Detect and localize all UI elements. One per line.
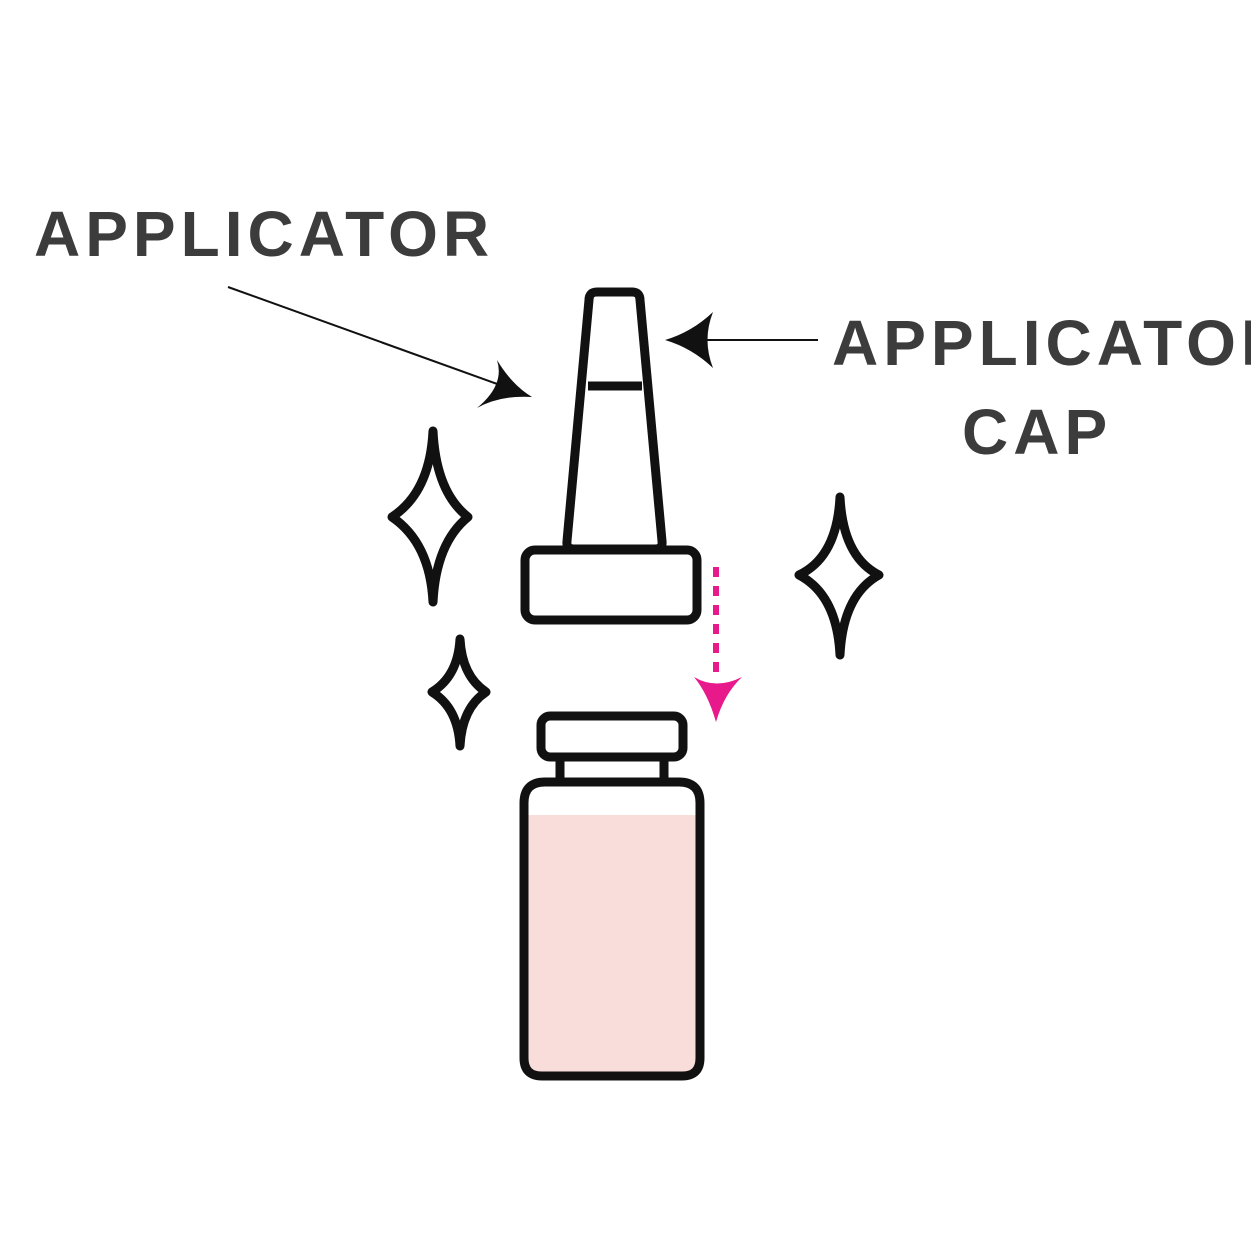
applicator-label: APPLICATOR [34,198,495,270]
applicator-pointer-arrow [227,286,532,408]
cap-pointer-arrow [665,312,818,368]
sparkle-icon [387,426,473,607]
applicator-cap-label-line2: CAP [962,396,1113,468]
bottle-body [519,777,705,1081]
dashed-arrow-down-icon [694,567,742,722]
applicator-cap-label-line1: APPLICATOR [832,307,1251,379]
sparkle-icon [427,634,491,751]
applicator-nozzle [562,287,667,554]
sparkle-icon [794,492,884,660]
applicator-cap [520,545,702,625]
bottle-cap [536,711,688,787]
